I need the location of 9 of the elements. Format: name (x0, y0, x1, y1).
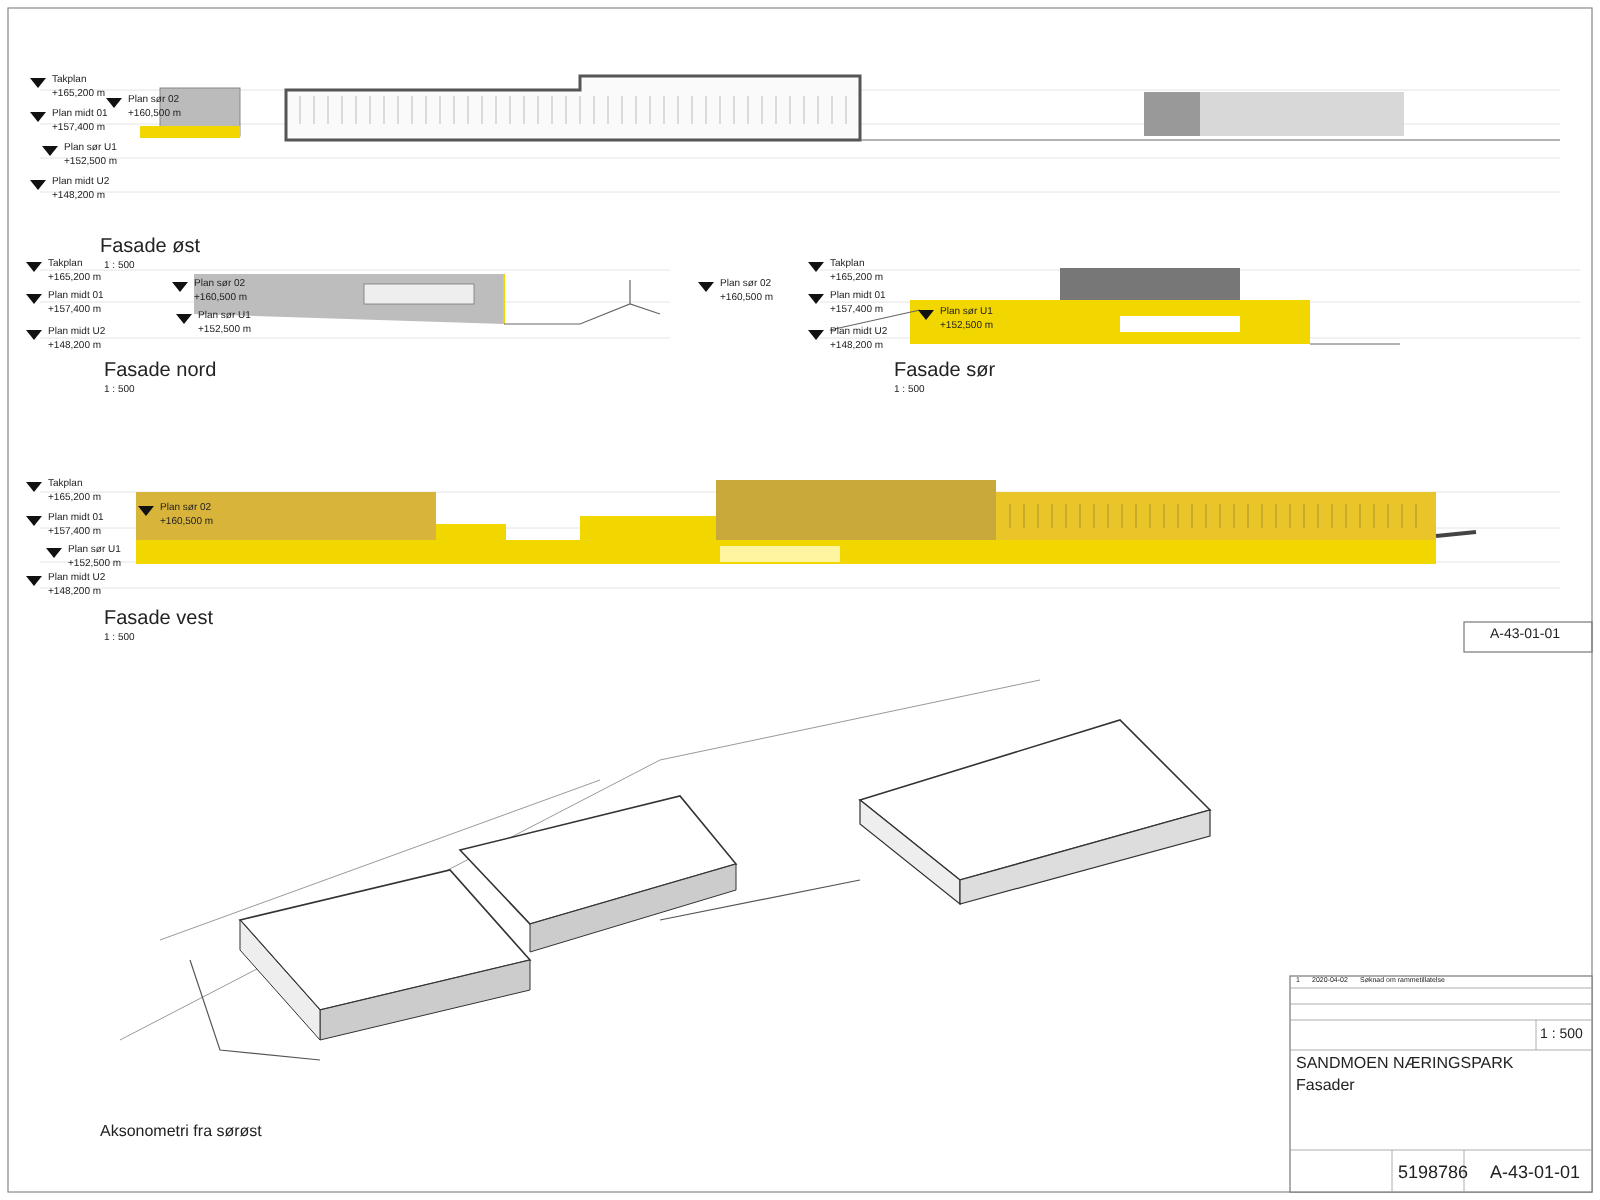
view-title: Fasade øst (100, 236, 201, 258)
project-title: SANDMOEN NÆRINGSPARK (1296, 1056, 1514, 1074)
view-title: Fasade nord (104, 360, 217, 382)
project-title: Fasader (1296, 1078, 1355, 1096)
view-title: Aksonometri fra sørøst (100, 1124, 262, 1142)
project-number: 5198786 (1398, 1164, 1469, 1184)
view-title: Fasade sør (894, 360, 996, 382)
view-title: Fasade vest (104, 608, 213, 630)
drawing-number: A-43-01-01 (1490, 1164, 1581, 1184)
